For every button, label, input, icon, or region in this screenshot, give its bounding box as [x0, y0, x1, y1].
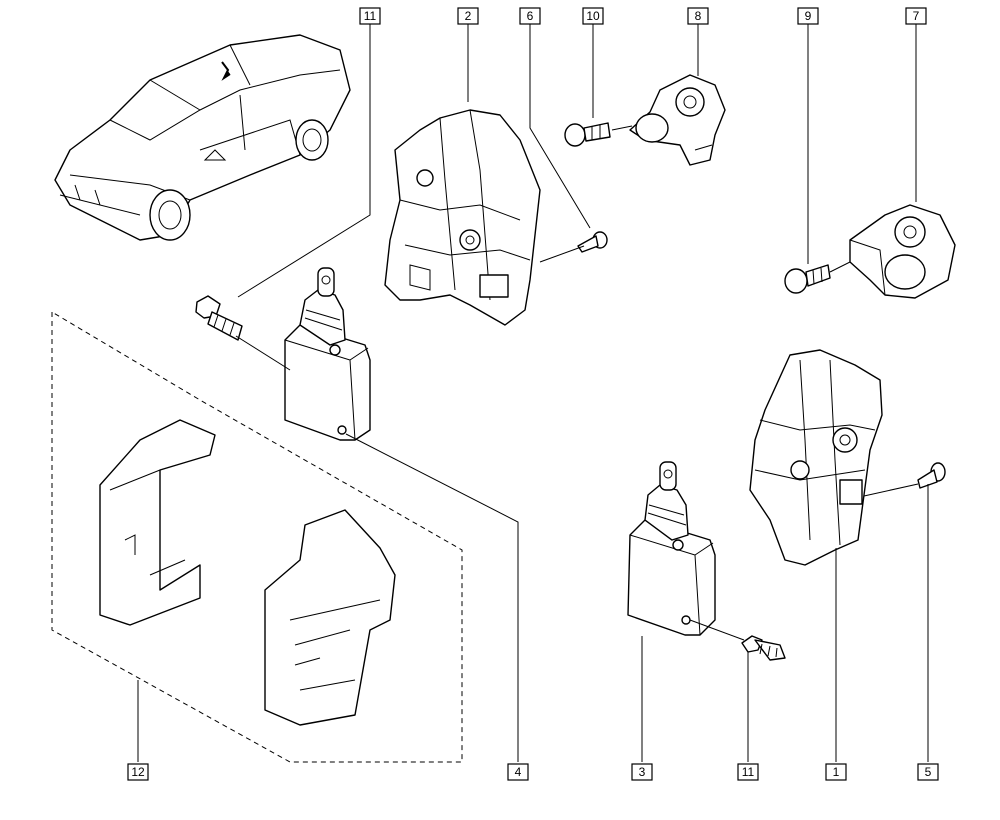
callout-label: 8 [695, 9, 702, 23]
door-lock-part-2 [384, 109, 541, 326]
callout-label: 9 [805, 9, 812, 23]
callout-label: 6 [527, 9, 534, 23]
callout-10: 10 [582, 7, 604, 25]
callout-label: 4 [515, 765, 522, 779]
callout-7: 7 [905, 7, 927, 25]
car-illustration [54, 34, 351, 241]
cover-kit-part-12 [51, 311, 463, 763]
bolt-part-11-top [195, 295, 243, 341]
actuator-part-4 [284, 267, 371, 441]
callout-label: 3 [639, 765, 646, 779]
callout-label: 7 [913, 9, 920, 23]
callout-label: 1 [833, 765, 840, 779]
striker-part-8 [629, 74, 726, 166]
callout-8: 8 [687, 7, 709, 25]
actuator-part-3 [627, 461, 716, 636]
callout-12: 12 [127, 763, 149, 781]
callout-label: 12 [131, 765, 145, 779]
callout-label: 5 [925, 765, 932, 779]
screw-part-6 [577, 231, 608, 253]
callout-label: 10 [586, 9, 600, 23]
callout-label: 11 [364, 9, 377, 23]
door-lock-part-1 [749, 349, 883, 566]
leader-lines [137, 24, 929, 762]
callout-label: 11 [742, 765, 755, 779]
callout-2: 2 [457, 7, 479, 25]
callout-4: 4 [507, 763, 529, 781]
callout-1: 1 [825, 763, 847, 781]
callout-3: 3 [631, 763, 653, 781]
bolt-part-11-bottom [741, 635, 786, 661]
striker-part-7 [849, 204, 956, 299]
callout-11-bottom: 11 [737, 763, 759, 781]
screw-part-5 [917, 462, 946, 489]
callout-5: 5 [917, 763, 939, 781]
callout-9: 9 [797, 7, 819, 25]
callout-11-top: 11 [359, 7, 381, 25]
screw-part-10 [564, 122, 611, 147]
callout-6: 6 [519, 7, 541, 25]
callout-label: 2 [465, 9, 472, 23]
screw-part-9 [784, 264, 831, 294]
